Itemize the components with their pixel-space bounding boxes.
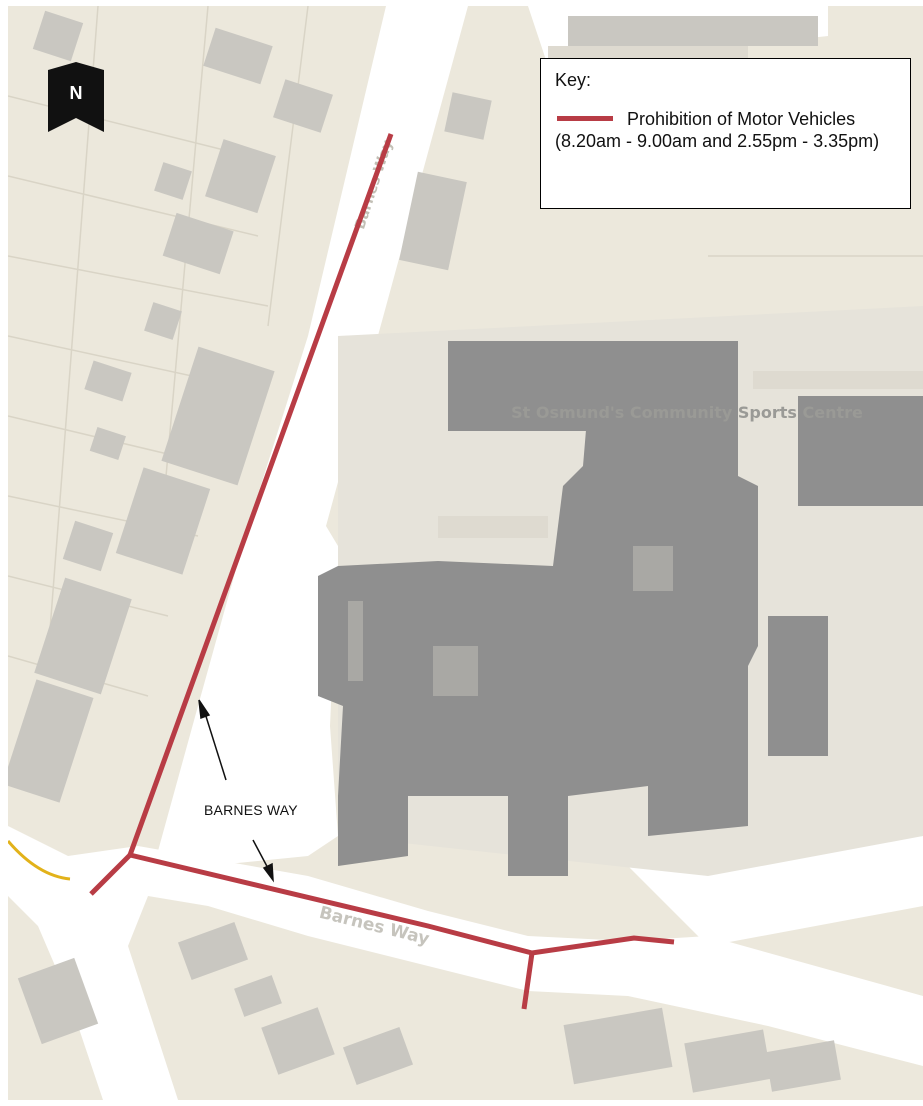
key-entry-label: Prohibition of Motor Vehicles (8.20am - … (555, 109, 880, 151)
restriction-lines (89, 133, 675, 1010)
north-arrow-icon: N (48, 62, 104, 132)
key-entry: Prohibition of Motor Vehicles (8.20am - … (555, 108, 898, 152)
north-arrow-label: N (70, 83, 83, 103)
annotation-arrows (198, 699, 274, 883)
sports-centre-building (318, 341, 923, 876)
restriction-barnes-way-north (127, 133, 394, 856)
arrow-up-head (198, 699, 211, 720)
key-title: Key: (555, 70, 592, 90)
restriction-junction-stub (89, 853, 132, 896)
street-annotation-label: BARNES WAY (204, 802, 298, 818)
yellow-road-marking (8, 840, 71, 881)
north-arrow-shape: N (48, 62, 104, 132)
restriction-south-stub (521, 952, 535, 1010)
arrow-up (203, 709, 227, 781)
courtyards (348, 546, 673, 696)
sports-centre-label: St Osmund's Community Sports Centre (511, 403, 863, 422)
house-buildings (8, 10, 841, 1093)
map-key: Key: Prohibition of Motor Vehicles (8.20… (540, 58, 911, 209)
arrow-down-head (262, 862, 274, 883)
key-line-swatch (557, 115, 613, 121)
